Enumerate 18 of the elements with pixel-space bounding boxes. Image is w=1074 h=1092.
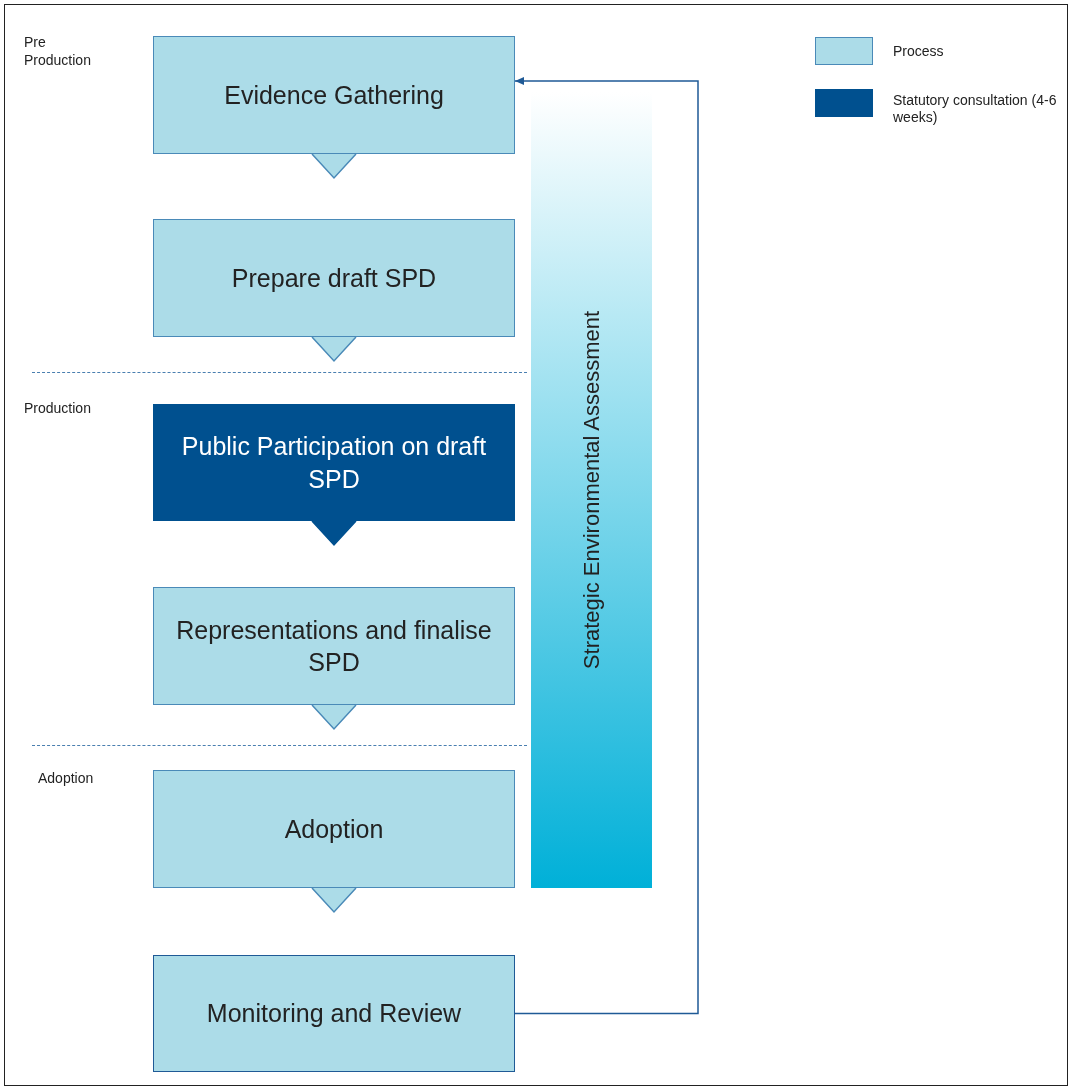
chevron-arrow <box>311 153 357 180</box>
return-arrow <box>514 77 699 1015</box>
chevron-arrow <box>311 887 357 914</box>
phase-label: Pre Production <box>24 34 92 69</box>
process-box: Public Participation on draft SPD <box>153 404 515 521</box>
chevron-arrow <box>311 336 357 363</box>
process-box: Representations and finalise SPD <box>153 587 515 705</box>
phase-label: Adoption <box>38 770 94 788</box>
process-box: Prepare draft SPD <box>153 219 515 337</box>
process-box: Adoption <box>153 770 515 888</box>
bar-label: Strategic Environmental Assessment <box>578 310 605 670</box>
legend-label: Process <box>893 43 945 60</box>
legend-label: Statutory consultation (4-6 weeks) <box>893 92 1058 126</box>
process-box: Evidence Gathering <box>153 36 515 154</box>
chevron-arrow <box>311 704 357 731</box>
process-box: Monitoring and Review <box>153 955 515 1072</box>
phase-label: Production <box>24 400 91 418</box>
chevron-arrow <box>311 520 357 547</box>
